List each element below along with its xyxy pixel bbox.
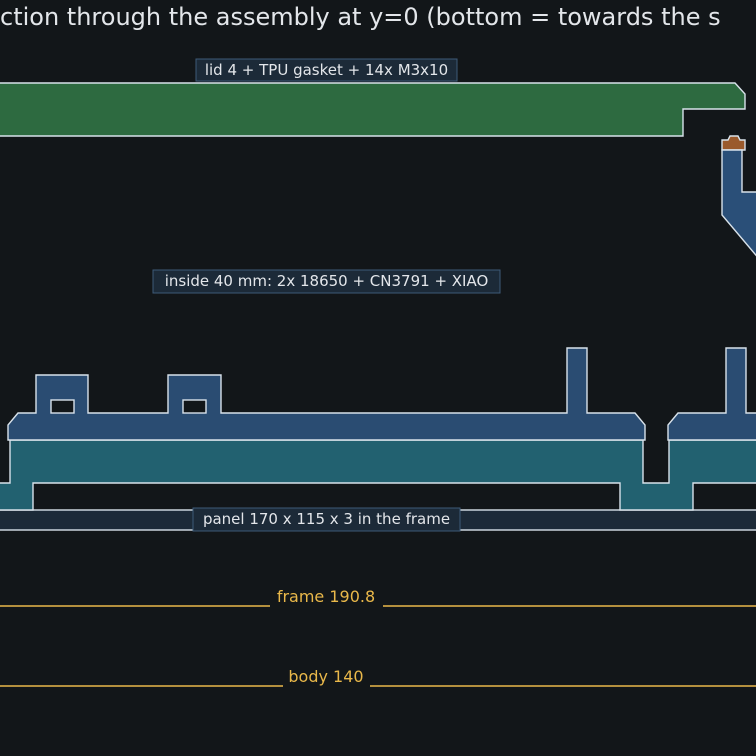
body-dim-label: body 140: [288, 667, 363, 686]
lid-label-box: [195, 58, 458, 82]
frame-hole-left: [50, 399, 75, 414]
inside-label-box: [152, 269, 501, 294]
frame-right: [667, 347, 756, 441]
panel-label: panel 170 x 115 x 3 in the frame: [192, 507, 461, 532]
lid-shape: [0, 82, 746, 137]
inside-label-text: inside 40 mm: 2x 18650 + CN3791 + XIAO: [165, 272, 489, 290]
screw-cap: [721, 135, 746, 151]
frame-hole-mid: [182, 399, 207, 414]
lid-label: lid 4 + TPU gasket + 14x M3x10: [195, 58, 458, 82]
panel-label-box: [192, 507, 461, 532]
inside-label: inside 40 mm: 2x 18650 + CN3791 + XIAO: [152, 269, 501, 294]
body-left: [0, 439, 756, 511]
diagram-title: ction through the assembly at y=0 (botto…: [0, 3, 721, 31]
side-bracket: [721, 149, 756, 257]
frame-left: [7, 347, 646, 441]
panel-label-text: panel 170 x 115 x 3 in the frame: [203, 510, 450, 528]
lid-label-text: lid 4 + TPU gasket + 14x M3x10: [205, 61, 448, 79]
frame-dim-label: frame 190.8: [277, 587, 375, 606]
